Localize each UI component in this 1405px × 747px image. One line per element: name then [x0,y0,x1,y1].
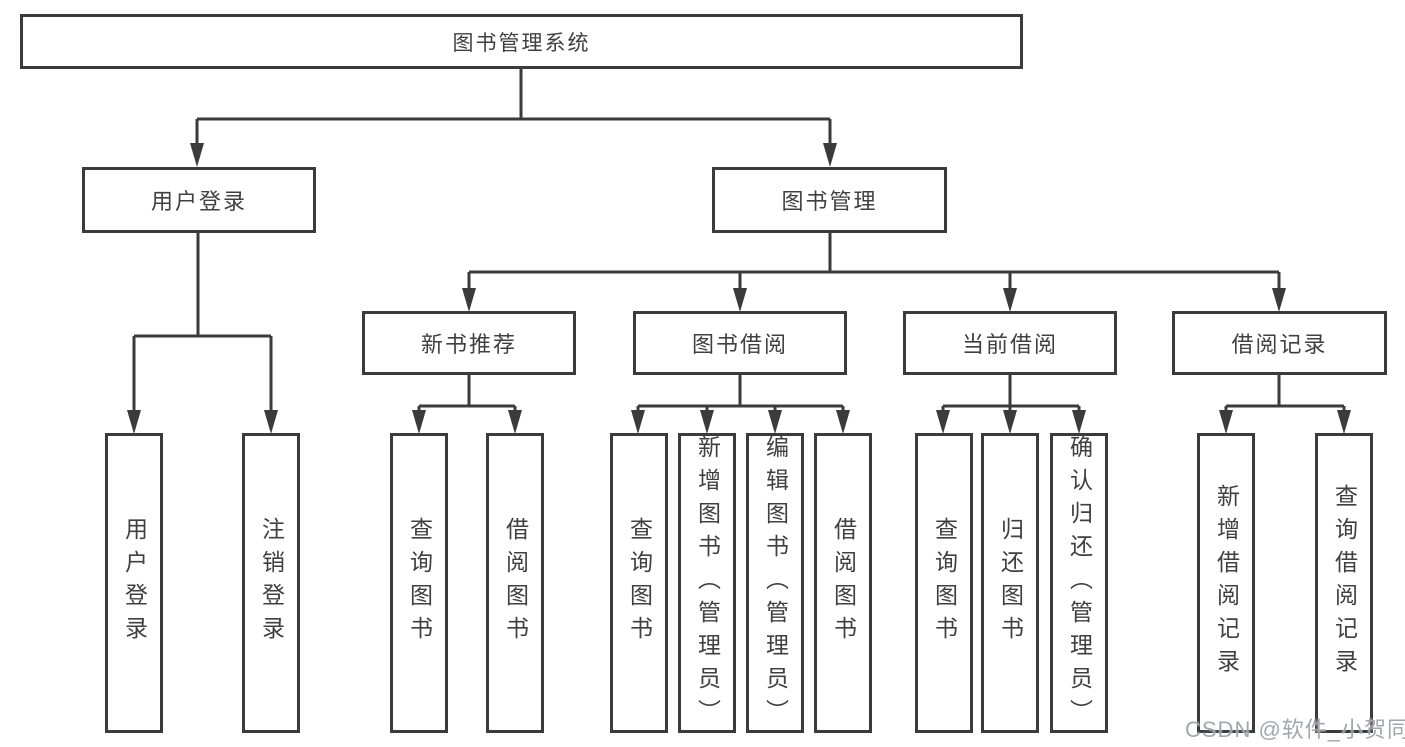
leaf-confirm-return-admin-label: 确认归还（管理员） [1066,434,1093,732]
leaf-add-books-admin: 新增图书（管理员） [678,433,736,733]
connector-current-borrow [936,375,1086,434]
leaf-borrow-books-recommend-label: 借阅图书 [502,517,529,649]
leaf-return-books: 归还图书 [981,433,1039,733]
connector-user-login [127,233,278,434]
connector-book-borrow [631,375,850,434]
leaf-query-books-recommend: 查询图书 [390,433,448,733]
leaf-query-borrow-record: 查询借阅记录 [1315,433,1373,733]
leaf-borrow-books-recommend: 借阅图书 [486,433,544,733]
node-book-borrow-label: 图书借阅 [691,332,788,357]
leaf-return-books-label: 归还图书 [997,517,1024,649]
leaf-borrow-books-label: 借阅图书 [830,517,857,649]
leaf-borrow-books: 借阅图书 [814,433,872,733]
connector-new-book-recommend [412,375,522,434]
connector-borrow-records [1219,375,1351,434]
node-new-book-recommend: 新书推荐 [362,311,576,375]
leaf-add-borrow-record: 新增借阅记录 [1197,433,1255,733]
node-book-borrow: 图书借阅 [633,311,847,375]
connector-book-management [462,233,1286,312]
leaf-query-books-current-label: 查询图书 [931,517,958,649]
node-current-borrow: 当前借阅 [903,311,1117,375]
connector-root [190,69,837,167]
leaf-query-books-recommend-label: 查询图书 [406,517,433,649]
leaf-logout-label: 注销登录 [258,517,285,649]
leaf-edit-books-admin-label: 编辑图书（管理员） [762,434,789,732]
leaf-add-borrow-record-label: 新增借阅记录 [1213,484,1240,682]
leaf-add-books-admin-label: 新增图书（管理员） [694,434,721,732]
leaf-user-login-label: 用户登录 [121,517,148,649]
node-borrow-records: 借阅记录 [1172,311,1387,375]
node-book-management: 图书管理 [712,167,947,233]
leaf-logout: 注销登录 [242,433,300,733]
leaf-query-books-current: 查询图书 [915,433,973,733]
node-user-login-label: 用户登录 [150,189,247,214]
node-root-label: 图书管理系统 [452,31,591,55]
leaf-query-books-borrow: 查询图书 [610,433,668,733]
leaf-query-books-borrow-label: 查询图书 [626,517,653,649]
node-root: 图书管理系统 [20,14,1023,69]
leaf-confirm-return-admin: 确认归还（管理员） [1050,433,1108,733]
leaf-edit-books-admin: 编辑图书（管理员） [746,433,804,733]
csdn-watermark: CSDN @软件_小贺同学 [1185,717,1405,742]
node-book-management-label: 图书管理 [781,189,878,214]
node-borrow-records-label: 借阅记录 [1231,332,1328,357]
node-new-book-recommend-label: 新书推荐 [420,332,517,357]
node-current-borrow-label: 当前借阅 [961,332,1058,357]
leaf-query-borrow-record-label: 查询借阅记录 [1331,484,1358,682]
node-user-login: 用户登录 [82,167,316,233]
leaf-user-login: 用户登录 [105,433,163,733]
